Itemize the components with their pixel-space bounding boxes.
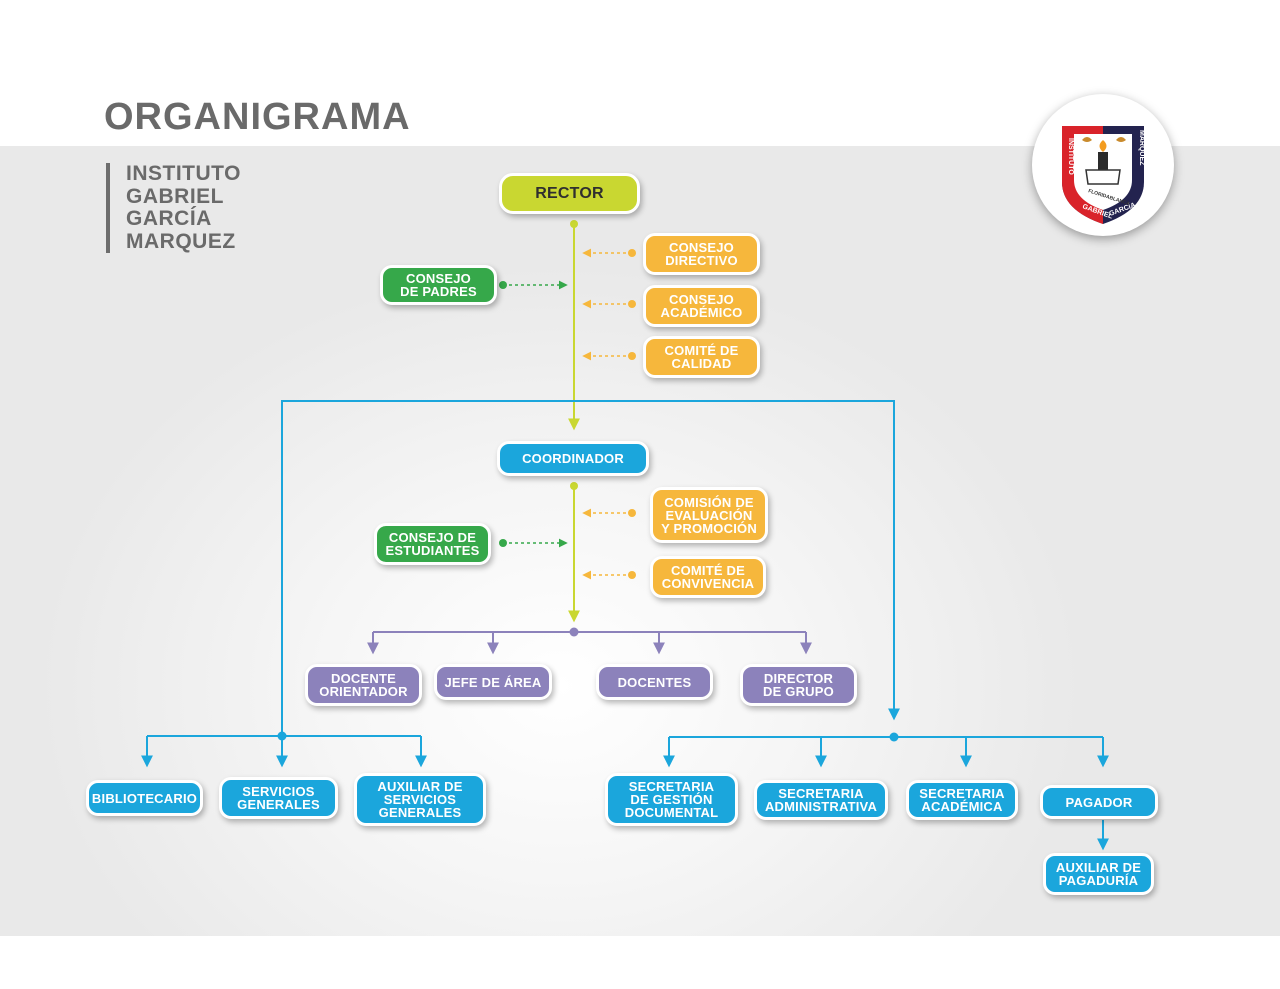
consejo-directivo-box: CONSEJO DIRECTIVO — [643, 233, 760, 275]
docentes-box: DOCENTES — [596, 664, 713, 700]
consejo-padres-box: CONSEJO DE PADRES — [380, 265, 497, 305]
logo-text-right: MARQUEZ — [1138, 130, 1145, 166]
pagador-box: PAGADOR — [1040, 785, 1158, 819]
rector-box: RECTOR — [499, 173, 640, 214]
comite-convivencia-box: COMITÉ DE CONVIVENCIA — [650, 556, 766, 598]
institution-line-3: GARCÍA — [126, 207, 212, 230]
left-admin-branch — [281, 400, 574, 735]
rector-trunk-dot — [570, 220, 578, 228]
coordinador-box: COORDINADOR — [497, 441, 649, 476]
commission-link-2-dot — [628, 571, 636, 579]
servicios-generales-box: SERVICIOS GENERALES — [219, 777, 338, 819]
secretaria-academica-box: SECRETARIA ACADÉMICA — [906, 780, 1018, 820]
page-title: ORGANIGRAMA — [104, 96, 411, 138]
right-admin-branch — [574, 400, 900, 721]
comision-evaluacion-box: COMISIÓN DE EVALUACIÓN Y PROMOCIÓN — [650, 487, 768, 543]
council-link-2-dot — [628, 300, 636, 308]
academic-bus-dot — [569, 627, 579, 637]
parents-link-dot — [499, 281, 507, 289]
council-link-1-dot — [628, 249, 636, 257]
director-grupo-box: DIRECTOR DE GRUPO — [740, 664, 857, 706]
secretaria-gestion-box: SECRETARIA DE GESTIÓN DOCUMENTAL — [605, 773, 738, 826]
secretaria-administrativa-box: SECRETARIA ADMINISTRATIVA — [754, 780, 888, 820]
consejo-academico-box: CONSEJO ACADÉMICO — [643, 285, 760, 327]
auxiliar-servicios-box: AUXILIAR DE SERVICIOS GENERALES — [354, 773, 486, 826]
bibliotecario-box: BIBLIOTECARIO — [86, 780, 203, 816]
students-link-dot — [499, 539, 507, 547]
jefe-area-box: JEFE DE ÁREA — [434, 664, 552, 700]
institution-name: INSTITUTO GABRIEL GARCÍA MARQUEZ — [106, 162, 241, 253]
coordinator-trunk-dot — [570, 482, 578, 490]
institution-line-1: INSTITUTO — [126, 162, 241, 185]
right-secretary-bus-dot — [889, 732, 899, 742]
institution-line-2: GABRIEL — [126, 184, 224, 208]
auxiliar-pagaduria-box: AUXILIAR DE PAGADURÍA — [1043, 853, 1154, 895]
comite-calidad-box: COMITÉ DE CALIDAD — [643, 336, 760, 378]
logo-text-left: INSTITUTO — [1067, 138, 1074, 175]
docente-orientador-box: DOCENTE ORIENTADOR — [305, 664, 422, 706]
consejo-estudiantes-box: CONSEJO DE ESTUDIANTES — [374, 523, 491, 565]
commission-link-1-dot — [628, 509, 636, 517]
council-link-3-dot — [628, 352, 636, 360]
school-crest-logo: INSTITUTO GABRIEL GARCÍA MARQUEZ FLORIDA… — [1032, 94, 1174, 236]
institution-line-4: MARQUEZ — [126, 229, 236, 253]
